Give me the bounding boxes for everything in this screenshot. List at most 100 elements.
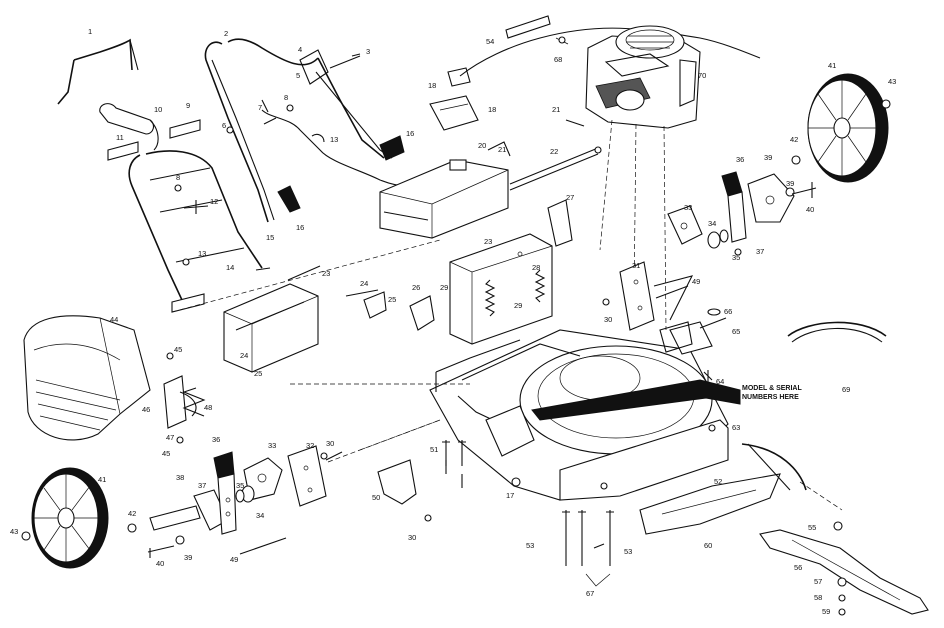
control-bracket	[429, 67, 479, 131]
label-3: 3	[366, 47, 370, 56]
label-21b: 21	[498, 145, 506, 154]
right-axle-bracket	[667, 99, 891, 256]
label-22: 22	[550, 147, 558, 156]
label-30a: 30	[604, 315, 612, 324]
label-39a: 39	[764, 153, 772, 162]
label-11: 11	[116, 133, 124, 142]
handle-hardware	[174, 99, 325, 266]
label-70: 70	[698, 71, 706, 80]
label-36b: 36	[212, 435, 220, 444]
blade-adapter	[639, 473, 781, 535]
label-5: 5	[296, 71, 300, 80]
label-44: 44	[110, 315, 118, 324]
grass-bag	[23, 315, 151, 441]
model-serial-note: MODEL & SERIAL NUMBERS HERE	[742, 385, 802, 401]
control-bail-wire	[57, 38, 139, 105]
label-33a: 33	[684, 203, 692, 212]
label-30b: 30	[326, 439, 334, 448]
label-13a: 13	[330, 135, 338, 144]
model-serial-arrow	[531, 379, 741, 421]
label-57: 57	[814, 577, 822, 586]
label-1: 1	[88, 27, 92, 36]
baffle-plate	[449, 233, 553, 345]
label-30c: 30	[408, 533, 416, 542]
label-13b: 13	[198, 249, 206, 258]
engine	[585, 25, 701, 331]
bag-hinge-bracket	[163, 352, 206, 444]
label-34b: 34	[256, 511, 264, 520]
label-33b: 33	[268, 441, 276, 450]
control-cable	[459, 15, 761, 77]
cutting-blade	[759, 521, 929, 616]
label-14: 14	[226, 263, 234, 272]
upper-handle-bar	[204, 38, 385, 223]
label-26: 26	[412, 283, 420, 292]
label-8a: 8	[284, 93, 288, 102]
label-21a: 21	[552, 105, 560, 114]
label-18a: 18	[428, 81, 436, 90]
label-64: 64	[716, 377, 724, 386]
left-height-adjuster	[213, 451, 237, 535]
label-12: 12	[210, 197, 218, 206]
lower-handle-bar	[128, 150, 271, 301]
rear-right-wheel	[807, 73, 889, 183]
label-50: 50	[372, 493, 380, 502]
drive-belt	[787, 321, 887, 343]
label-60: 60	[704, 541, 712, 550]
label-28: 28	[532, 263, 540, 272]
label-49b: 49	[230, 555, 238, 564]
label-49a: 49	[692, 277, 700, 286]
label-42a: 42	[790, 135, 798, 144]
right-side-hardware	[602, 298, 727, 384]
label-59: 59	[822, 607, 830, 616]
label-2: 2	[224, 29, 228, 38]
label-29b: 29	[514, 301, 522, 310]
label-45a: 45	[174, 345, 182, 354]
label-29a: 29	[440, 283, 448, 292]
rear-flap	[223, 283, 319, 373]
label-16b: 16	[296, 223, 304, 232]
label-17: 17	[506, 491, 514, 500]
label-46: 46	[142, 405, 150, 414]
deck-rear-frame	[290, 339, 521, 463]
label-48: 48	[204, 403, 212, 412]
engine-cover	[379, 159, 509, 239]
baffle-arc	[741, 443, 843, 511]
label-15: 15	[266, 233, 274, 242]
label-52: 52	[714, 477, 722, 486]
label-18b: 18	[488, 105, 496, 114]
label-24a: 24	[360, 279, 368, 288]
label-6: 6	[222, 121, 226, 130]
label-10: 10	[154, 105, 162, 114]
label-43a: 43	[888, 77, 896, 86]
label-66: 66	[724, 307, 732, 316]
label-24b: 24	[240, 351, 248, 360]
label-32: 32	[306, 441, 314, 450]
label-65: 65	[732, 327, 740, 336]
label-9: 9	[186, 101, 190, 110]
label-58: 58	[814, 593, 822, 602]
label-31: 31	[632, 261, 640, 270]
handle-clip	[99, 103, 159, 151]
left-pivot-plate	[239, 445, 343, 555]
part-number-labels: 1 2 3 4 5 6 7 8 8 9 10 11 12 13 13 14 15…	[10, 27, 896, 616]
engine-bolts	[558, 36, 585, 127]
label-16a: 16	[406, 129, 414, 138]
model-serial-note-line2: NUMBERS HERE	[742, 394, 799, 401]
label-20: 20	[478, 141, 486, 150]
rear-shaft	[509, 146, 602, 191]
right-height-adjuster	[721, 171, 817, 243]
label-23b: 23	[484, 237, 492, 246]
label-39b: 39	[786, 179, 794, 188]
label-35b: 35	[236, 481, 244, 490]
label-27: 27	[566, 193, 574, 202]
label-37b: 37	[198, 481, 206, 490]
label-53b: 53	[624, 547, 632, 556]
label-39c: 39	[184, 553, 192, 562]
label-69: 69	[842, 385, 850, 394]
right-pivot-plate	[619, 261, 694, 331]
throttle-bracket-small	[487, 141, 511, 157]
label-8b: 8	[176, 173, 180, 182]
